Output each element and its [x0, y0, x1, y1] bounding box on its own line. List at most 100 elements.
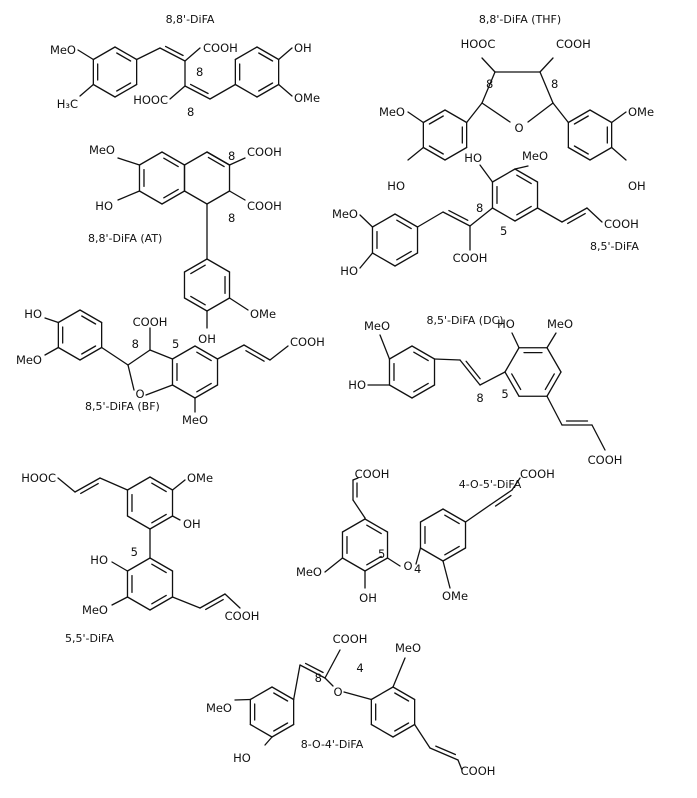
single-bond [79, 83, 94, 97]
ring-bond [370, 686, 394, 701]
single-bond [511, 477, 521, 491]
ring-bond [256, 83, 280, 98]
single-bond [514, 165, 529, 170]
atom-label: 5 [378, 547, 385, 561]
single-bond [511, 332, 520, 349]
atom-label: COOH [461, 764, 496, 778]
single-bond [359, 252, 374, 269]
atom-label: COOH [355, 467, 390, 481]
single-bond [352, 499, 366, 519]
single-bond [407, 146, 424, 161]
single-bond [416, 211, 444, 228]
ring-bond [419, 547, 444, 562]
ring-bond [114, 83, 138, 98]
ring-double-bond [396, 250, 412, 261]
ring-bond [194, 384, 219, 399]
ring-bond [491, 168, 516, 183]
single-bond [479, 164, 494, 183]
atom-label: HO [233, 751, 251, 765]
ring-double-bond [366, 555, 382, 566]
atom-label: 8 [187, 105, 194, 119]
single-bond [101, 346, 129, 366]
molecule-name: 8,5'-DiFA (BF) [85, 400, 160, 413]
ring-bond [126, 515, 151, 530]
ring-double-bond [196, 351, 212, 362]
single-bond [586, 207, 603, 223]
single-bond [293, 664, 301, 701]
single-bond [379, 334, 391, 360]
ring-bond [126, 476, 151, 491]
double-bond [206, 151, 231, 166]
single-bond [149, 349, 174, 360]
ring-double-bond [190, 295, 206, 306]
single-bond [169, 85, 186, 100]
ring-bond [79, 346, 103, 361]
double-bond [159, 47, 186, 62]
ring-double-bond [81, 315, 97, 325]
double-bond-inner [245, 350, 265, 362]
atom-label: O [135, 387, 144, 401]
single-bond [171, 596, 201, 609]
ring-bond [234, 46, 258, 61]
single-bond [539, 57, 554, 73]
ring-double-bond [151, 563, 167, 574]
single-bond [546, 395, 563, 426]
ring-double-bond [273, 722, 289, 732]
atom-label: MeO [332, 207, 358, 221]
atom-label: COOH [556, 37, 591, 51]
atom-label: 8 [315, 671, 322, 685]
single-bond [145, 384, 174, 396]
atom-label: OH [294, 41, 312, 55]
single-bond [324, 677, 334, 687]
ring-double-bond [366, 524, 382, 535]
single-bond [99, 477, 129, 491]
atom-label: HO [497, 317, 515, 331]
single-bond [466, 102, 483, 124]
ring-bond [138, 151, 163, 166]
ring-bond [364, 518, 389, 533]
ring-double-bond [151, 482, 167, 493]
atom-label: OH [628, 179, 646, 193]
ring-double-bond [428, 145, 444, 155]
single-bond [228, 190, 246, 201]
ring-bond [138, 190, 163, 205]
atom-label: MeO [206, 701, 232, 715]
single-bond [184, 47, 201, 62]
double-bond [199, 593, 226, 609]
ring-double-bond [190, 264, 206, 275]
atom-label: COOH [133, 315, 168, 329]
single-bond [234, 698, 251, 701]
ring-bond [388, 384, 413, 399]
single-bond [415, 547, 422, 565]
double-bond [74, 477, 101, 493]
atom-label: HO [387, 179, 405, 193]
ring-bond [271, 686, 295, 701]
atom-label: HOOC [21, 471, 56, 485]
atom-label: 5 [172, 337, 179, 351]
single-bond [359, 214, 374, 228]
double-bond-inner [304, 662, 324, 674]
atom-label: OH [198, 332, 216, 346]
single-bond [44, 346, 59, 356]
atom-label: MeO [50, 43, 76, 57]
molecule-name: 8,8'-DiFA (AT) [88, 232, 162, 245]
atom-label: 5 [501, 387, 508, 401]
ring-bond [411, 384, 436, 399]
single-bond [414, 723, 431, 749]
single-bond [343, 691, 372, 701]
atom-label: COOH [247, 199, 282, 213]
single-bond [228, 297, 249, 311]
ring-bond [546, 347, 562, 373]
single-bond [611, 111, 627, 124]
atom-label: 4 [356, 661, 363, 675]
ring-double-bond [116, 52, 132, 62]
ring-bond [388, 345, 413, 360]
molecule-name: 8,5'-DiFA [590, 240, 639, 253]
ring-bond [183, 297, 208, 312]
atom-label: MeO [82, 603, 108, 617]
